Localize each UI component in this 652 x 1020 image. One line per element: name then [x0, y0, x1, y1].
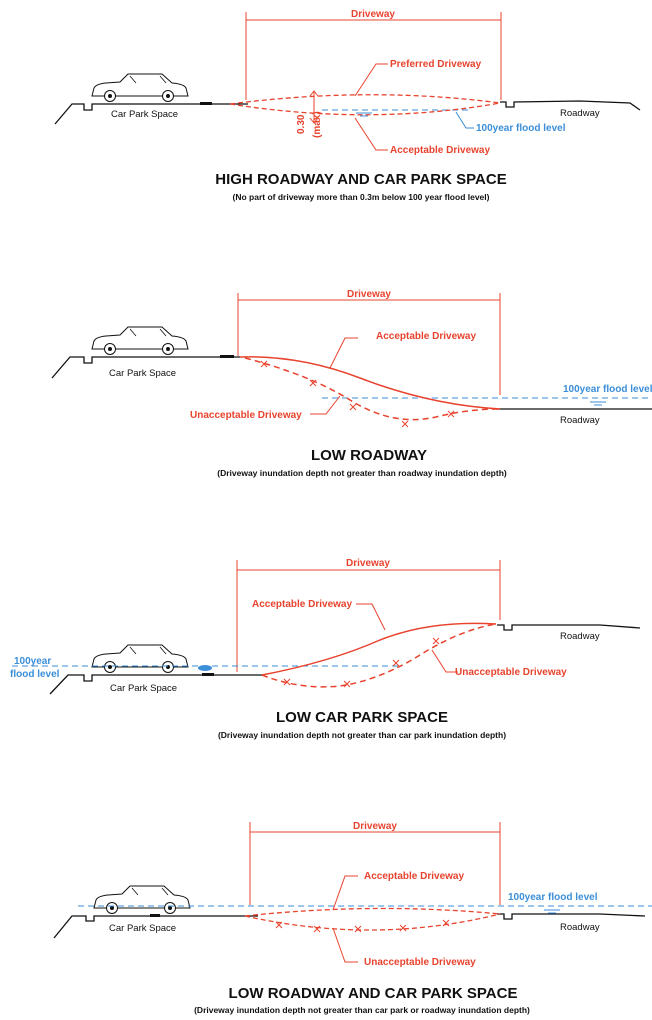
ground-line	[54, 103, 248, 125]
panel-title: LOW ROADWAY	[311, 447, 427, 464]
panel-high-roadway-and-car-park: Driveway 0.30 (max) Preferred Driveway A…	[54, 9, 641, 202]
roadway-line	[497, 913, 646, 920]
acceptable-driveway-label: Acceptable Driveway	[376, 331, 476, 342]
depth-sub-label: (max)	[312, 111, 323, 138]
roadway-label: Roadway	[560, 108, 600, 119]
panel-subtitle: (No part of driveway more than 0.3m belo…	[233, 192, 490, 202]
car-park-label: Car Park Space	[111, 109, 178, 120]
flood-level-label: 100year flood level	[476, 123, 566, 134]
drain-mark	[200, 102, 212, 105]
unacceptable-driveway-label: Unacceptable Driveway	[190, 410, 302, 421]
car-park-label: Car Park Space	[109, 368, 176, 379]
unacceptable-driveway-label: Unacceptable Driveway	[455, 667, 567, 678]
unacceptable-cross-marks	[260, 360, 455, 428]
ground-line	[51, 356, 240, 379]
car-icon	[91, 326, 189, 355]
driveway-dimension	[249, 822, 501, 905]
driveway-dimension	[245, 12, 502, 100]
preferred-driveway-label: Preferred Driveway	[390, 59, 482, 70]
roadway-label: Roadway	[560, 415, 600, 426]
ground-line	[49, 674, 262, 695]
roadway-line	[500, 100, 641, 111]
acceptable-driveway	[239, 356, 501, 410]
panel-low-car-park-space: Driveway Acceptable Driveway Unacceptabl…	[10, 558, 641, 740]
car-icon	[93, 885, 191, 914]
acceptable-driveway-label: Acceptable Driveway	[390, 145, 490, 156]
roadway-line	[497, 624, 641, 631]
driveway-label: Driveway	[351, 9, 395, 20]
panel-subtitle: (Driveway inundation depth not greater t…	[218, 730, 506, 740]
driveway-dimension	[237, 293, 501, 395]
car-icon	[91, 644, 189, 673]
driveway-label: Driveway	[347, 289, 391, 300]
unacceptable-cross-marks	[283, 637, 440, 688]
flood-level-label: 100year flood level	[563, 384, 652, 395]
panel-subtitle: (Driveway inundation depth not greater t…	[217, 468, 507, 478]
car-icon	[91, 73, 189, 102]
unacceptable-driveway	[244, 357, 501, 421]
preferred-driveway	[229, 94, 501, 105]
water-symbol	[356, 112, 372, 117]
panel-title: HIGH ROADWAY AND CAR PARK SPACE	[215, 171, 506, 188]
driveway-label: Driveway	[346, 558, 390, 569]
acceptable-driveway	[229, 102, 501, 116]
flood-level-label: 100year flood level	[508, 892, 598, 903]
roadway-label: Roadway	[560, 922, 600, 933]
driveway-label: Driveway	[353, 821, 397, 832]
unacceptable-driveway	[261, 623, 497, 688]
acceptable-driveway-label: Acceptable Driveway	[252, 599, 352, 610]
water-symbol	[198, 665, 212, 671]
unacceptable-cross-marks	[275, 919, 450, 933]
car-park-label: Car Park Space	[109, 923, 176, 934]
flood-level-label-line1: 100year	[14, 656, 51, 667]
panel-low-roadway: Driveway Acceptable Driveway Unacceptabl…	[51, 289, 652, 478]
unacceptable-driveway-label: Unacceptable Driveway	[364, 957, 476, 968]
acceptable-driveway	[261, 622, 497, 676]
panel-low-roadway-and-car-park: Driveway Acceptable Driveway Unacceptabl…	[53, 821, 652, 1015]
panel-subtitle: (Driveway inundation depth not greater t…	[194, 1005, 530, 1015]
panel-title: LOW ROADWAY AND CAR PARK SPACE	[229, 985, 518, 1002]
ground-line	[53, 915, 258, 939]
panel-title: LOW CAR PARK SPACE	[276, 709, 448, 726]
acceptable-driveway-label: Acceptable Driveway	[364, 871, 464, 882]
car-park-label: Car Park Space	[110, 683, 177, 694]
flood-level-label-line2: flood level	[10, 669, 60, 680]
depth-label: 0.30	[296, 114, 307, 134]
acceptable-driveway	[244, 907, 501, 917]
roadway-label: Roadway	[560, 631, 600, 642]
unacceptable-driveway	[244, 913, 501, 931]
driveway-dimension	[236, 560, 501, 672]
